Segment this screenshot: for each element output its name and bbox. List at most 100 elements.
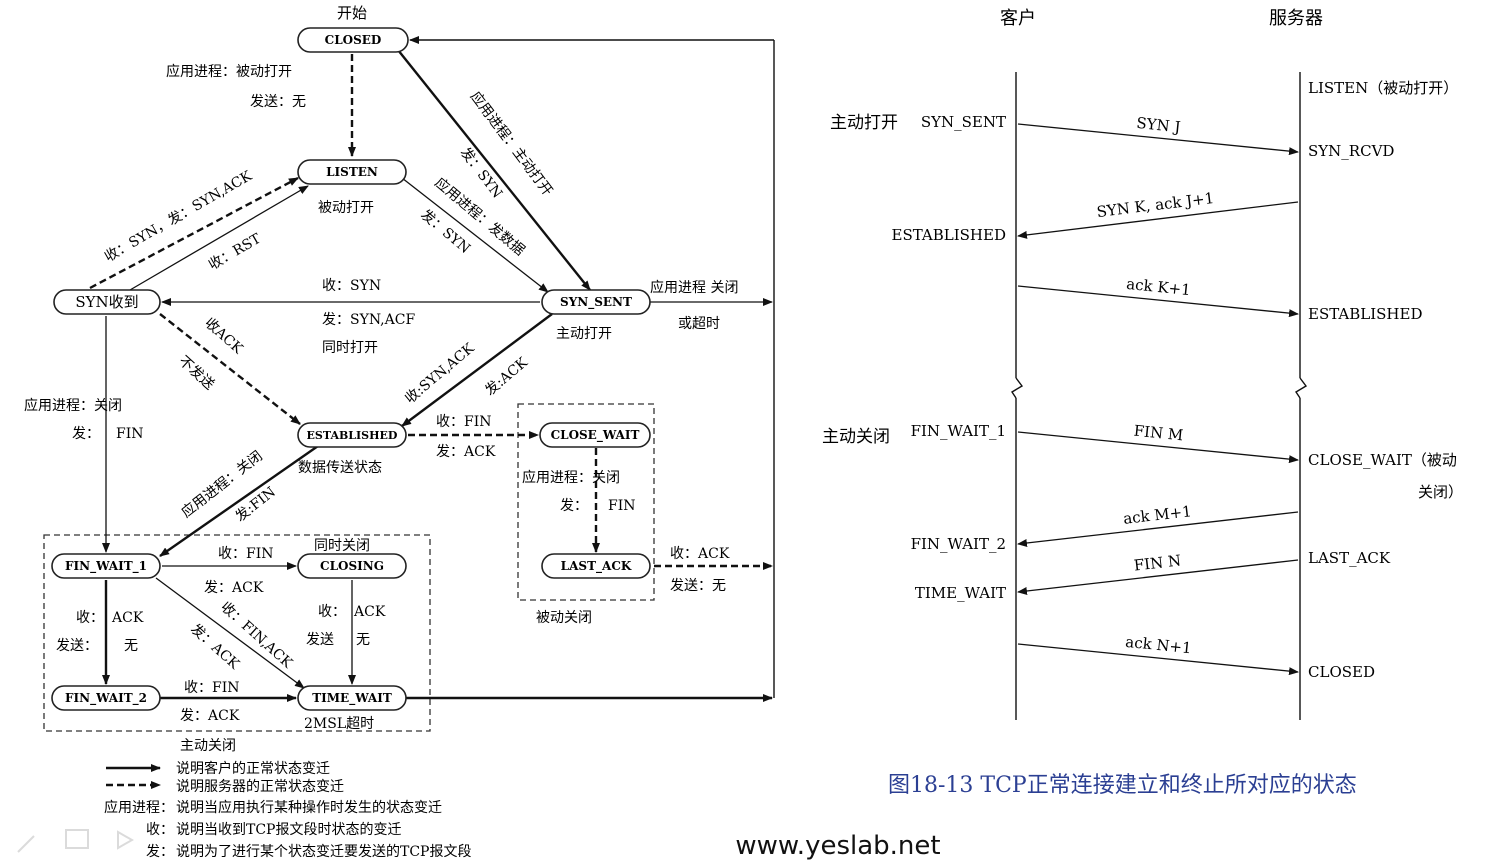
label-recv-ack-fw1-a: 收： xyxy=(76,610,104,626)
state-label: SYN收到 xyxy=(75,293,138,311)
label-passive-open-app: 应用进程：被动打开 xyxy=(166,63,292,80)
state-label: FIN_WAIT_2 xyxy=(65,691,147,706)
label-recv-fin-fw2: 收：FIN xyxy=(184,680,240,696)
state-syn-rcvd: SYN收到 xyxy=(53,289,161,315)
closed-to-syn-sent xyxy=(397,49,591,291)
state-time-wait: TIME_WAIT xyxy=(297,685,407,711)
legend-key: 应用进程： xyxy=(104,799,174,816)
state-close-wait: CLOSE_WAIT xyxy=(539,422,651,448)
label-active-open: 主动打开 xyxy=(556,325,612,342)
label-send-data-app: 应用进程：发数据 xyxy=(431,174,528,259)
state-label: LISTEN xyxy=(326,165,378,179)
server-state-close-wait: CLOSE_WAIT（被动 xyxy=(1308,451,1457,469)
client-state-time-wait: TIME_WAIT xyxy=(915,584,1006,602)
figure-caption: 图18-13 TCP正常连接建立和终止所对应的状态 xyxy=(888,773,1357,798)
state-fin-wait-1: FIN_WAIT_1 xyxy=(51,553,161,579)
website-watermark: www.yeslab.net xyxy=(735,831,940,860)
label-recv-fin-fw1: 收：FIN xyxy=(218,546,274,562)
client-state-fin-wait-2: FIN_WAIT_2 xyxy=(911,535,1006,553)
label-send-none-fw1-b: 无 xyxy=(124,638,138,654)
label-recv-rst: 收：RST xyxy=(206,231,264,274)
label-simultaneous-close: 同时关闭 xyxy=(314,538,370,554)
label-send-ack: 发：ACK xyxy=(436,444,496,460)
sequence-diagram: 客户 服务器 SYN J SYN K, ack J+1 ack K+1 FIN … xyxy=(822,8,1463,798)
listen-to-syn-sent xyxy=(401,177,549,293)
state-label: SYN_SENT xyxy=(560,295,632,310)
server-state-closed: CLOSED xyxy=(1308,663,1375,681)
label-passive-open: 被动打开 xyxy=(318,199,374,216)
start-label: 开始 xyxy=(337,4,367,22)
label-send-none-la: 发送：无 xyxy=(670,578,726,594)
message-arrow xyxy=(1017,123,1299,156)
label-send-ack-fw2: 发：ACK xyxy=(180,708,240,724)
label-msl: 2MSL超时 xyxy=(304,716,374,732)
message-label: SYN K, ack J+1 xyxy=(1096,189,1215,221)
legend-text: 说明客户的正常状态变迁 xyxy=(176,760,330,777)
label-app-close-left: 应用进程：关闭 xyxy=(24,397,122,414)
syn-sent-to-established xyxy=(401,313,553,427)
server-state-listen: LISTEN（被动打开） xyxy=(1308,79,1458,97)
message-arrow xyxy=(1017,559,1299,595)
label-send-none-cl-b: 无 xyxy=(356,632,370,648)
legend-key: 发： xyxy=(146,844,174,860)
state-listen: LISTEN xyxy=(297,159,407,185)
legend: 说明客户的正常状态变迁 说明服务器的正常状态变迁 应用进程： 说明当应用执行某种… xyxy=(104,760,471,860)
state-last-ack: LAST_ACK xyxy=(541,553,651,579)
label-recv-ack-la: 收：ACK xyxy=(670,546,730,562)
label-send-ack-fw1-tw: 发：ACK xyxy=(187,621,242,673)
message-label: ack K+1 xyxy=(1125,275,1191,299)
client-active-close: 主动关闭 xyxy=(822,427,890,447)
state-label: LAST_ACK xyxy=(561,559,632,574)
legend-text: 说明当收到TCP报文段时状态的变迁 xyxy=(176,822,401,838)
established-to-fin-wait-1 xyxy=(159,445,319,557)
active-close-box xyxy=(43,534,431,732)
label-or-timeout: 或超时 xyxy=(678,316,720,332)
client-active-open: 主动打开 xyxy=(830,113,898,133)
client-state-syn-sent: SYN_SENT xyxy=(921,113,1006,131)
label-recv-syn: 收：SYN xyxy=(322,278,381,294)
server-break-mark xyxy=(1295,377,1308,399)
message-label: ack M+1 xyxy=(1122,502,1192,528)
label-app-close: 应用进程 关闭 xyxy=(650,279,738,296)
label-send-fin-left: 发： xyxy=(72,426,100,442)
label-send-ack-fw1: 发：ACK xyxy=(204,580,264,596)
client-state-established: ESTABLISHED xyxy=(892,226,1007,244)
state-label: ESTABLISHED xyxy=(307,429,398,442)
label-recv-ack-cl-b: ACK xyxy=(353,604,386,620)
client-break-mark xyxy=(1011,377,1024,399)
state-label: CLOSED xyxy=(325,33,382,47)
next-icon[interactable] xyxy=(117,830,135,850)
pen-icon[interactable] xyxy=(17,835,35,853)
state-syn-sent: SYN_SENT xyxy=(541,289,651,315)
message-label: FIN N xyxy=(1133,551,1182,574)
legend-text: 说明当应用执行某种操作时发生的状态变迁 xyxy=(176,799,442,816)
client-state-fin-wait-1: FIN_WAIT_1 xyxy=(911,422,1006,440)
label-app-close-cw: 应用进程：关闭 xyxy=(522,469,620,486)
label-send-fin-cw-b: FIN xyxy=(608,498,636,514)
syn-rcvd-to-established xyxy=(159,313,301,425)
server-state-established: ESTABLISHED xyxy=(1308,305,1423,323)
listen-to-syn-rcvd xyxy=(89,176,299,290)
state-label: FIN_WAIT_1 xyxy=(65,559,147,574)
server-header: 服务器 xyxy=(1269,8,1323,29)
server-state-close-wait-2: 关闭） xyxy=(1418,483,1463,501)
label-data-transfer: 数据传送状态 xyxy=(298,460,382,476)
label-active-close: 主动关闭 xyxy=(180,738,236,754)
label-passive-open-send: 发送：无 xyxy=(250,94,306,110)
state-closing: CLOSING xyxy=(297,553,407,579)
fin-wait-1-to-time-wait xyxy=(155,577,305,689)
syn-rcvd-to-listen xyxy=(129,185,309,291)
label-passive-close: 被动关闭 xyxy=(536,610,592,626)
state-closed: CLOSED xyxy=(297,27,409,53)
legend-text: 说明为了进行某个状态变迁要发送的TCP报文段 xyxy=(176,844,471,860)
menu-icon[interactable] xyxy=(65,829,89,849)
label-send-syn-ack: 发：SYN,ACF xyxy=(322,312,415,328)
passive-close-box xyxy=(517,403,655,601)
label-no-send: 不发送 xyxy=(175,353,217,393)
state-fin-wait-2: FIN_WAIT_2 xyxy=(51,685,161,711)
client-header: 客户 xyxy=(1000,8,1036,29)
server-state-syn-rcvd: SYN_RCVD xyxy=(1308,142,1394,160)
label-send-fin-cw-a: 发： xyxy=(560,498,588,514)
label-recv-ack-fw1-b: ACK xyxy=(111,610,144,626)
